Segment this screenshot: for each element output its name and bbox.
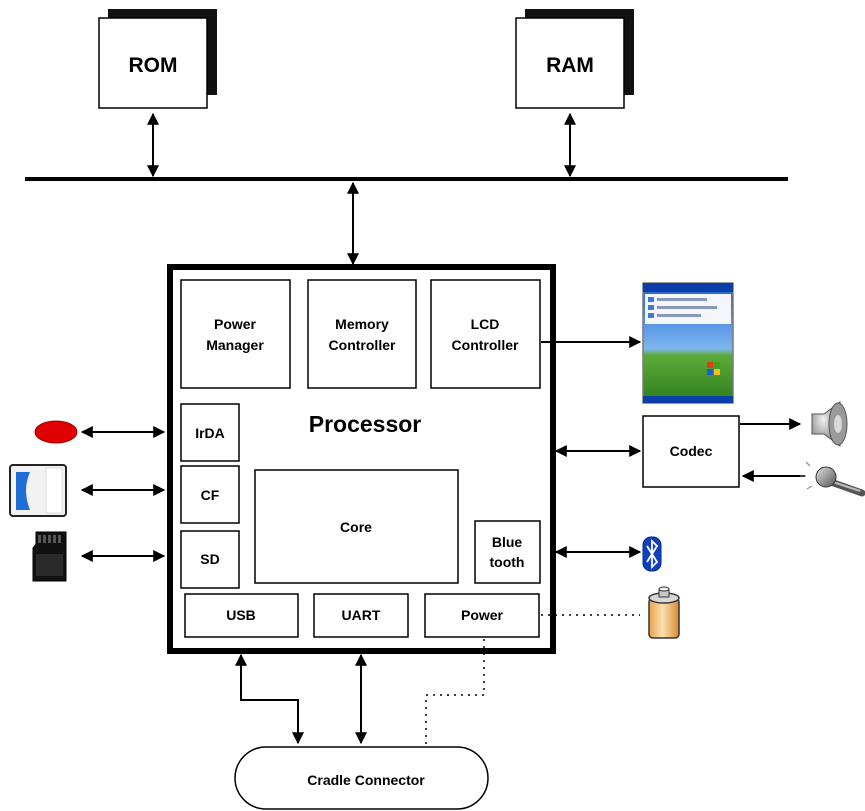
- uart-label: UART: [342, 607, 381, 623]
- bluetooth-block: Blue tooth: [474, 520, 541, 584]
- microphone-icon: [800, 461, 865, 497]
- ram-block: RAM: [515, 9, 634, 109]
- sd-card-icon: [32, 531, 67, 582]
- codec-label: Codec: [670, 443, 713, 459]
- irda-label: IrDA: [195, 425, 225, 441]
- cf-block: CF: [180, 465, 240, 524]
- usb-cradle-arrow: [235, 653, 304, 745]
- rom-block: ROM: [98, 9, 217, 109]
- memory-controller-label-line2: Controller: [329, 337, 396, 353]
- lcd-controller-label-line1: LCD: [471, 316, 500, 332]
- uart-block: UART: [313, 593, 409, 638]
- sd-block: SD: [180, 530, 240, 589]
- core-label: Core: [340, 519, 372, 535]
- lcd-controller-block: LCD Controller: [430, 279, 541, 389]
- lcd-controller-label-line2: Controller: [452, 337, 519, 353]
- cf-label: CF: [201, 487, 220, 503]
- power-manager-block: Power Manager: [180, 279, 291, 389]
- processor-title: Processor: [309, 411, 422, 437]
- power-label: Power: [461, 607, 504, 623]
- cradle-label: Cradle Connector: [307, 772, 425, 788]
- speaker-icon: [811, 401, 848, 447]
- cradle-connector: Cradle Connector: [234, 746, 489, 810]
- memory-controller-label-line1: Memory: [335, 316, 389, 332]
- bluetooth-label-line1: Blue: [492, 534, 523, 550]
- usb-label: USB: [226, 607, 256, 623]
- sd-label: SD: [200, 551, 219, 567]
- usb-block: USB: [184, 593, 299, 638]
- pda-screen-icon: [642, 282, 734, 404]
- ram-label: RAM: [546, 54, 594, 77]
- bluetooth-icon: [642, 536, 662, 572]
- irda-port-icon: [34, 420, 78, 444]
- power-cradle-dotted-line: [425, 639, 485, 745]
- codec-block: Codec: [642, 415, 740, 488]
- memory-controller-block: Memory Controller: [307, 279, 417, 389]
- core-block: Core: [254, 469, 459, 584]
- bluetooth-label-line2: tooth: [490, 554, 525, 570]
- power-block: Power: [424, 593, 540, 638]
- power-manager-label-line1: Power: [214, 316, 257, 332]
- power-manager-label-line2: Manager: [206, 337, 264, 353]
- irda-block: IrDA: [180, 403, 240, 462]
- cf-card-icon: [9, 464, 67, 517]
- rom-label: ROM: [129, 54, 178, 77]
- battery-icon: [648, 586, 680, 639]
